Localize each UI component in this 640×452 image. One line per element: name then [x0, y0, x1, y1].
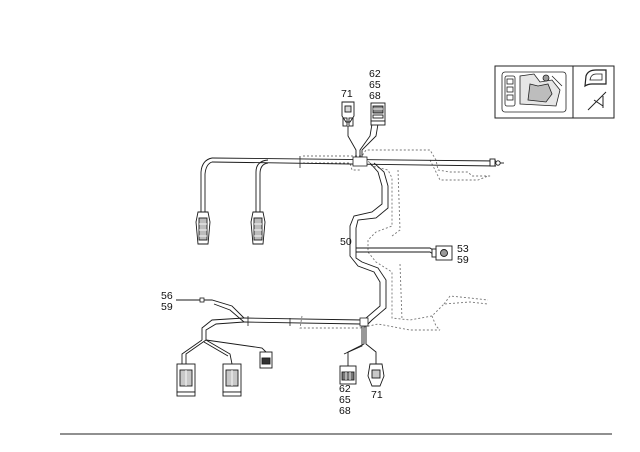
callout-right-53: 53	[457, 243, 469, 255]
callout-bottom-68: 68	[339, 405, 351, 417]
connector-lower-3	[259, 351, 273, 369]
callout-mid-50: 50	[340, 236, 352, 248]
callout-left-59: 59	[161, 301, 173, 313]
callout-bottom-71: 71	[371, 389, 383, 401]
main-harness	[176, 123, 504, 366]
seat-shell-crossed-icon	[584, 69, 607, 111]
connector-56-59	[176, 297, 205, 303]
callout-bottom-62: 62	[339, 383, 351, 395]
connector-53-59	[431, 245, 453, 261]
callout-left-56: 56	[161, 290, 173, 302]
connector-71-top	[341, 101, 355, 127]
callout-right-59: 59	[457, 254, 469, 266]
callout-top-62: 62	[369, 68, 381, 80]
connector-71-bottom	[367, 363, 385, 387]
callout-top-68: 68	[369, 90, 381, 102]
callout-top-71: 71	[341, 88, 353, 100]
callout-top-65: 65	[369, 79, 381, 91]
callout-bottom-65: 65	[339, 394, 351, 406]
body-outline-dotted	[299, 149, 492, 331]
connector-left-2	[250, 211, 266, 245]
connector-left-1	[195, 211, 211, 245]
connector-62-65-68-bottom	[339, 365, 357, 385]
connector-lower-1	[176, 363, 196, 397]
connector-lower-2	[222, 363, 242, 397]
seat-harness-overview-icon	[501, 71, 567, 113]
reference-inset	[494, 65, 615, 119]
connector-62-65-68-top	[370, 102, 386, 126]
harness-clips	[247, 156, 369, 327]
